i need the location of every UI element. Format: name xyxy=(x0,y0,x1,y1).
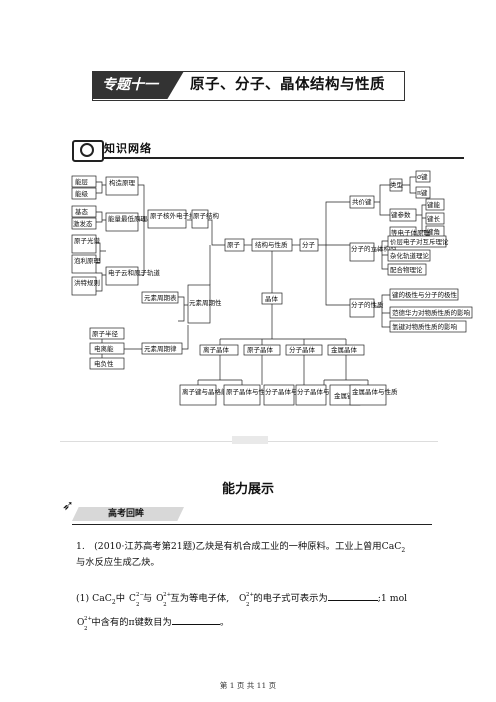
node-jianjixing: 键的极性与分子的极性 xyxy=(392,290,458,299)
node-jingti: 晶体 xyxy=(265,294,279,303)
ion-o-symbol: O xyxy=(77,618,85,628)
ion-o-symbol: O xyxy=(239,594,247,604)
node-gongjiajian: 共价键 xyxy=(352,197,372,206)
review-label: 高考回眸 xyxy=(108,509,145,519)
node-paoli: 泡利原理 xyxy=(74,256,101,265)
node-lizijian: 离子键与晶格能 xyxy=(182,387,228,396)
divider-tab xyxy=(232,436,268,444)
page-title: 原子、分子、晶体结构与性质 xyxy=(190,77,385,93)
node-fandewaer: 范德华力对物质性质的影响 xyxy=(392,308,471,317)
node-hongte: 洪特规则 xyxy=(74,278,100,287)
node-qingjian: 氢键对物质性质的影响 xyxy=(392,322,458,331)
node-jinshu-xingzhi: 金属晶体与性质 xyxy=(352,387,398,396)
node-dianlineng: 电离能 xyxy=(94,344,114,353)
camera-lens-icon xyxy=(80,143,94,157)
subscript: 2 xyxy=(401,546,406,554)
text-yu: 与 xyxy=(142,593,153,604)
node-nengliangzuidi: 能量最低原理 xyxy=(108,214,148,223)
node-lizijingti: 离子晶体 xyxy=(203,345,230,354)
node-jitai: 基态 xyxy=(75,207,89,216)
node-jianjiao: 键角 xyxy=(427,227,440,236)
text-electron-formula: 的电子式可表示为 xyxy=(253,593,328,604)
node-zhouqixing: 元素周期性 xyxy=(189,298,222,307)
ion-o-charge: 2+ xyxy=(84,616,93,622)
node-pi: π键 xyxy=(417,188,428,197)
ion-o-symbol: O xyxy=(156,594,164,604)
node-nengji: 能级 xyxy=(75,189,89,198)
left-nodes: 能层 能级 构造原理 基态 激发态 能量最低原理 原子光谱 泡利原理 洪特规则 … xyxy=(71,175,222,370)
section-heading: 能力展示 xyxy=(221,482,274,497)
ion-c-symbol: C xyxy=(129,594,136,604)
question-line-1-text: 1. (2010·江苏高考第21题)乙炔是有机合成工业的一种原料。工业上曾用Ca… xyxy=(76,541,402,552)
text-1mol: ;1 mol xyxy=(377,593,408,604)
text-pi-count: 中含有的π键数目为 xyxy=(91,617,172,628)
node-yuanzi: 原子 xyxy=(227,241,241,249)
ion-o-charge: 2+ xyxy=(246,592,255,598)
node-fafaitai: 激发态 xyxy=(73,219,93,228)
node-fenzi-xingzhi-2: 分子晶体与性质 xyxy=(297,387,343,396)
dart-icon: ➶ xyxy=(62,498,74,514)
knowledge-network-label: 知识网络 xyxy=(104,140,464,159)
page-footer: 第 1 页 共 11 页 xyxy=(219,681,277,690)
node-jiancanshu: 键参数 xyxy=(391,210,411,219)
answer-blank-1[interactable] xyxy=(327,591,378,601)
text-period: 。 xyxy=(219,617,230,628)
node-zhouqibiao: 元素周期表 xyxy=(144,293,177,302)
node-fenzi-xingzhi: 分子晶体与性质 xyxy=(265,387,311,396)
ion-o-count: 2 xyxy=(84,626,88,632)
right-nodes: 共价键 类型 σ键 π键 键参数 键能 键长 键角 等电子体原理 分子的立体构型… xyxy=(349,170,473,333)
ion-o-count: 2 xyxy=(246,602,250,608)
node-yuanzijiegou: 原子结构 xyxy=(193,211,220,220)
topic-badge: 专题十一 xyxy=(92,71,184,99)
center-nodes: 原子 结构与性质 分子 晶体 离子晶体 原子晶体 分子晶体 金属晶体 离子键与晶… xyxy=(179,238,398,406)
ion-c-charge: 2− xyxy=(136,592,145,598)
knowledge-network-diagram: 能层 能级 构造原理 基态 激发态 能量最低原理 原子光谱 泡利原理 洪特规则 … xyxy=(71,170,473,406)
node-zhouqilv: 元素周期律 xyxy=(144,344,177,353)
review-underline xyxy=(72,524,432,525)
part1-label: (1) CaC xyxy=(76,593,112,604)
node-yuanzi-xingzhi: 原子晶体与性质 xyxy=(226,387,272,396)
node-jinshujingti: 金属晶体 xyxy=(331,345,358,354)
node-peihewu: 配合物理论 xyxy=(390,265,423,274)
node-yuanziguangpu: 原子光谱 xyxy=(74,236,101,245)
ion-o-charge: 2+ xyxy=(163,592,172,598)
camera-icon xyxy=(72,140,104,162)
node-dengdianzi: 等电子体原理 xyxy=(391,228,431,237)
text-zhong: 中 xyxy=(115,593,126,604)
node-fenzi-liti: 分子的立体构型 xyxy=(351,244,397,253)
node-jiazeng: 价层电子对互斥理论 xyxy=(390,237,449,246)
node-hewai: 原子核外电子排布 xyxy=(150,211,203,220)
node-gouzao: 构造原理 xyxy=(109,178,136,187)
node-jinshujian: 金属键 xyxy=(334,391,354,400)
question-line-1: 1. (2010·江苏高考第21题)乙炔是有机合成工业的一种原料。工业上曾用Ca… xyxy=(76,540,405,558)
node-zahua: 杂化轨道理论 xyxy=(390,251,430,260)
node-leixing: 类型 xyxy=(390,180,404,189)
node-yuanzijingti: 原子晶体 xyxy=(247,345,274,354)
node-jianneng: 键能 xyxy=(427,200,441,209)
node-sigma: σ键 xyxy=(417,172,428,181)
node-jianchang: 键长 xyxy=(427,214,441,223)
ion-c-count: 2 xyxy=(136,602,140,608)
review-label-bg xyxy=(72,507,184,521)
node-yuanzibanjing: 原子半径 xyxy=(92,329,119,338)
question-line-2: 与水反应生成乙炔。 xyxy=(76,557,160,568)
text-isoelectronic: 互为等电子体, xyxy=(170,593,230,604)
answer-blank-2[interactable] xyxy=(171,615,220,625)
node-nengceng: 能层 xyxy=(75,177,89,186)
subscript: 2 xyxy=(111,598,116,606)
node-fenzijingti: 分子晶体 xyxy=(289,345,316,354)
node-fenzi: 分子 xyxy=(302,240,316,249)
node-dianziyun: 电子云和原子轨道 xyxy=(108,268,161,277)
node-jiegou-xingzhi: 结构与性质 xyxy=(255,240,288,249)
node-fenzi-xingzhi-3: 分子的性质 xyxy=(351,300,384,309)
node-dianfuxing: 电负性 xyxy=(94,359,114,368)
ion-o-count: 2 xyxy=(163,602,167,608)
